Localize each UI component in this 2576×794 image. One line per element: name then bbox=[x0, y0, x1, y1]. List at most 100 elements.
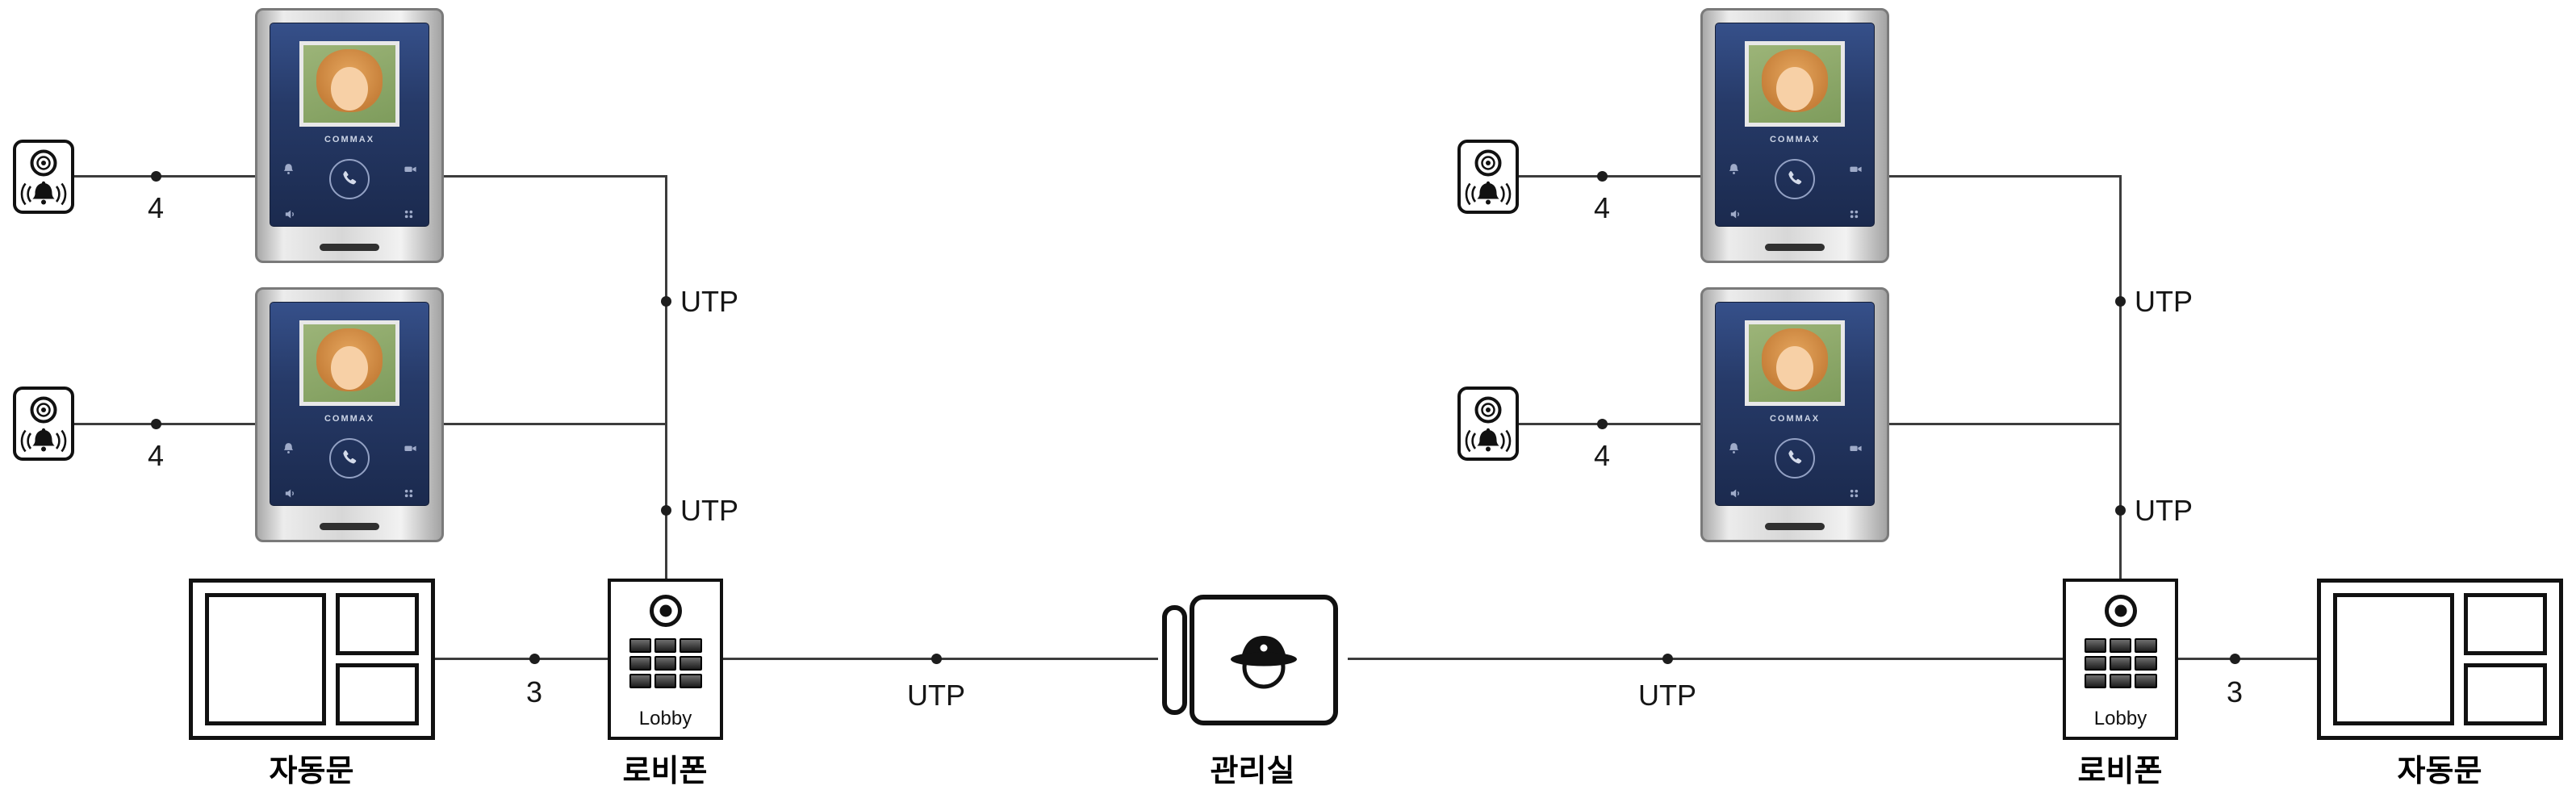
junction-dot bbox=[2115, 296, 2126, 307]
utp-label: UTP bbox=[1638, 679, 1696, 712]
camera-lens-icon bbox=[2104, 595, 2137, 627]
monitor-screen bbox=[299, 41, 399, 127]
bell-icon bbox=[1727, 162, 1741, 176]
speaker-slot bbox=[320, 523, 379, 530]
utp-label: UTP bbox=[907, 679, 965, 712]
bell-icon bbox=[282, 162, 295, 176]
junction-dot bbox=[661, 505, 671, 516]
riser-left bbox=[665, 175, 667, 579]
junction-dot bbox=[151, 171, 161, 182]
utp-label: UTP bbox=[2135, 494, 2193, 527]
junction-dot bbox=[2230, 654, 2240, 664]
wire-count-label: 3 bbox=[525, 675, 543, 708]
keypad-icon bbox=[2084, 638, 2157, 688]
door-station-unit bbox=[1457, 387, 1519, 461]
brand-logo: COMMAX bbox=[1769, 135, 1821, 144]
phone-handset-icon bbox=[343, 450, 357, 464]
lobby-text: Lobby bbox=[2093, 708, 2147, 729]
door-station-unit bbox=[13, 387, 74, 461]
menu-grid-icon bbox=[402, 487, 416, 500]
door-panel bbox=[2464, 663, 2547, 725]
speaker-slot bbox=[320, 244, 379, 251]
camera-icon bbox=[404, 441, 417, 455]
guard-station-unit bbox=[1158, 583, 1348, 739]
monitor-faceplate: COMMAX bbox=[270, 302, 429, 506]
lobby-phone-unit: Lobby bbox=[2063, 579, 2178, 740]
wire-count-label: 4 bbox=[147, 439, 165, 472]
speaker-icon bbox=[283, 207, 297, 221]
speaker-slot bbox=[1765, 523, 1825, 530]
monitor-screen bbox=[299, 320, 399, 406]
monitor-screen bbox=[1745, 41, 1845, 127]
camera-icon bbox=[1849, 441, 1863, 455]
speaker-icon bbox=[1729, 487, 1742, 500]
wire-count-label: 4 bbox=[1593, 439, 1611, 472]
wire-left-monitor1-riser bbox=[444, 175, 667, 178]
door-panel bbox=[336, 663, 419, 725]
door-station-icon bbox=[1465, 149, 1512, 206]
wire-left-doorstation1-monitor1 bbox=[74, 175, 255, 178]
wire-left-doorstation2-monitor2 bbox=[74, 423, 255, 425]
camera-icon bbox=[404, 162, 417, 176]
phone-handset-icon bbox=[343, 171, 357, 185]
door-panel bbox=[205, 593, 326, 725]
junction-dot bbox=[2115, 505, 2126, 516]
brand-logo: COMMAX bbox=[324, 135, 375, 144]
phone-handset-icon bbox=[1788, 171, 1802, 185]
caption-lobby-phone: 로비폰 bbox=[2077, 754, 2163, 788]
camera-lens-icon bbox=[649, 595, 682, 627]
menu-grid-icon bbox=[402, 207, 416, 221]
lobby-phone-unit: Lobby bbox=[608, 579, 723, 740]
call-button bbox=[329, 159, 370, 199]
bell-icon bbox=[282, 441, 295, 455]
video-monitor-unit: COMMAX bbox=[255, 8, 444, 263]
camera-icon bbox=[1849, 162, 1863, 176]
door-station-icon bbox=[20, 396, 67, 453]
wire-right-monitor1-riser bbox=[1889, 175, 2121, 178]
caption-lobby-phone: 로비폰 bbox=[622, 754, 708, 788]
door-panel bbox=[2333, 593, 2454, 725]
speaker-icon bbox=[283, 487, 297, 500]
junction-dot bbox=[1662, 654, 1673, 664]
monitor-faceplate: COMMAX bbox=[1715, 302, 1875, 506]
caption-auto-door: 자동문 bbox=[269, 754, 354, 788]
brand-logo: COMMAX bbox=[324, 414, 375, 424]
wire-right-monitor2-riser bbox=[1889, 423, 2121, 425]
menu-grid-icon bbox=[1847, 487, 1861, 500]
wire-left-autodoor-lobbyphone bbox=[435, 658, 608, 660]
junction-dot bbox=[1597, 171, 1608, 182]
bell-icon bbox=[1727, 441, 1741, 455]
menu-grid-icon bbox=[1847, 207, 1861, 221]
wire-guard-right-lobbyphone bbox=[1348, 658, 2063, 660]
call-button bbox=[1775, 438, 1815, 478]
door-station-icon bbox=[1465, 396, 1512, 453]
wire-right-doorstation1-monitor1 bbox=[1519, 175, 1700, 178]
monitor-screen bbox=[1745, 320, 1845, 406]
call-button bbox=[1775, 159, 1815, 199]
caption-auto-door: 자동문 bbox=[2397, 754, 2482, 788]
junction-dot bbox=[1597, 419, 1608, 429]
utp-label: UTP bbox=[680, 494, 738, 527]
speaker-slot bbox=[1765, 244, 1825, 251]
door-station-unit bbox=[13, 140, 74, 214]
door-panel bbox=[2464, 593, 2547, 655]
monitor-faceplate: COMMAX bbox=[1715, 23, 1875, 227]
wire-count-label: 4 bbox=[1593, 191, 1611, 224]
phone-handset-icon bbox=[1788, 450, 1802, 464]
caption-guard-office: 관리실 bbox=[1210, 754, 1295, 788]
speaker-icon bbox=[1729, 207, 1742, 221]
video-monitor-unit: COMMAX bbox=[255, 287, 444, 542]
junction-dot bbox=[931, 654, 942, 664]
call-button bbox=[329, 438, 370, 478]
door-station-unit bbox=[1457, 140, 1519, 214]
auto-door-unit bbox=[2317, 579, 2563, 740]
brand-logo: COMMAX bbox=[1769, 414, 1821, 424]
keypad-icon bbox=[629, 638, 702, 688]
riser-right bbox=[2119, 175, 2122, 579]
wire-count-label: 4 bbox=[147, 191, 165, 224]
utp-label: UTP bbox=[2135, 285, 2193, 318]
video-monitor-unit: COMMAX bbox=[1700, 287, 1889, 542]
wire-count-label: 3 bbox=[2226, 675, 2244, 708]
door-panel bbox=[336, 593, 419, 655]
